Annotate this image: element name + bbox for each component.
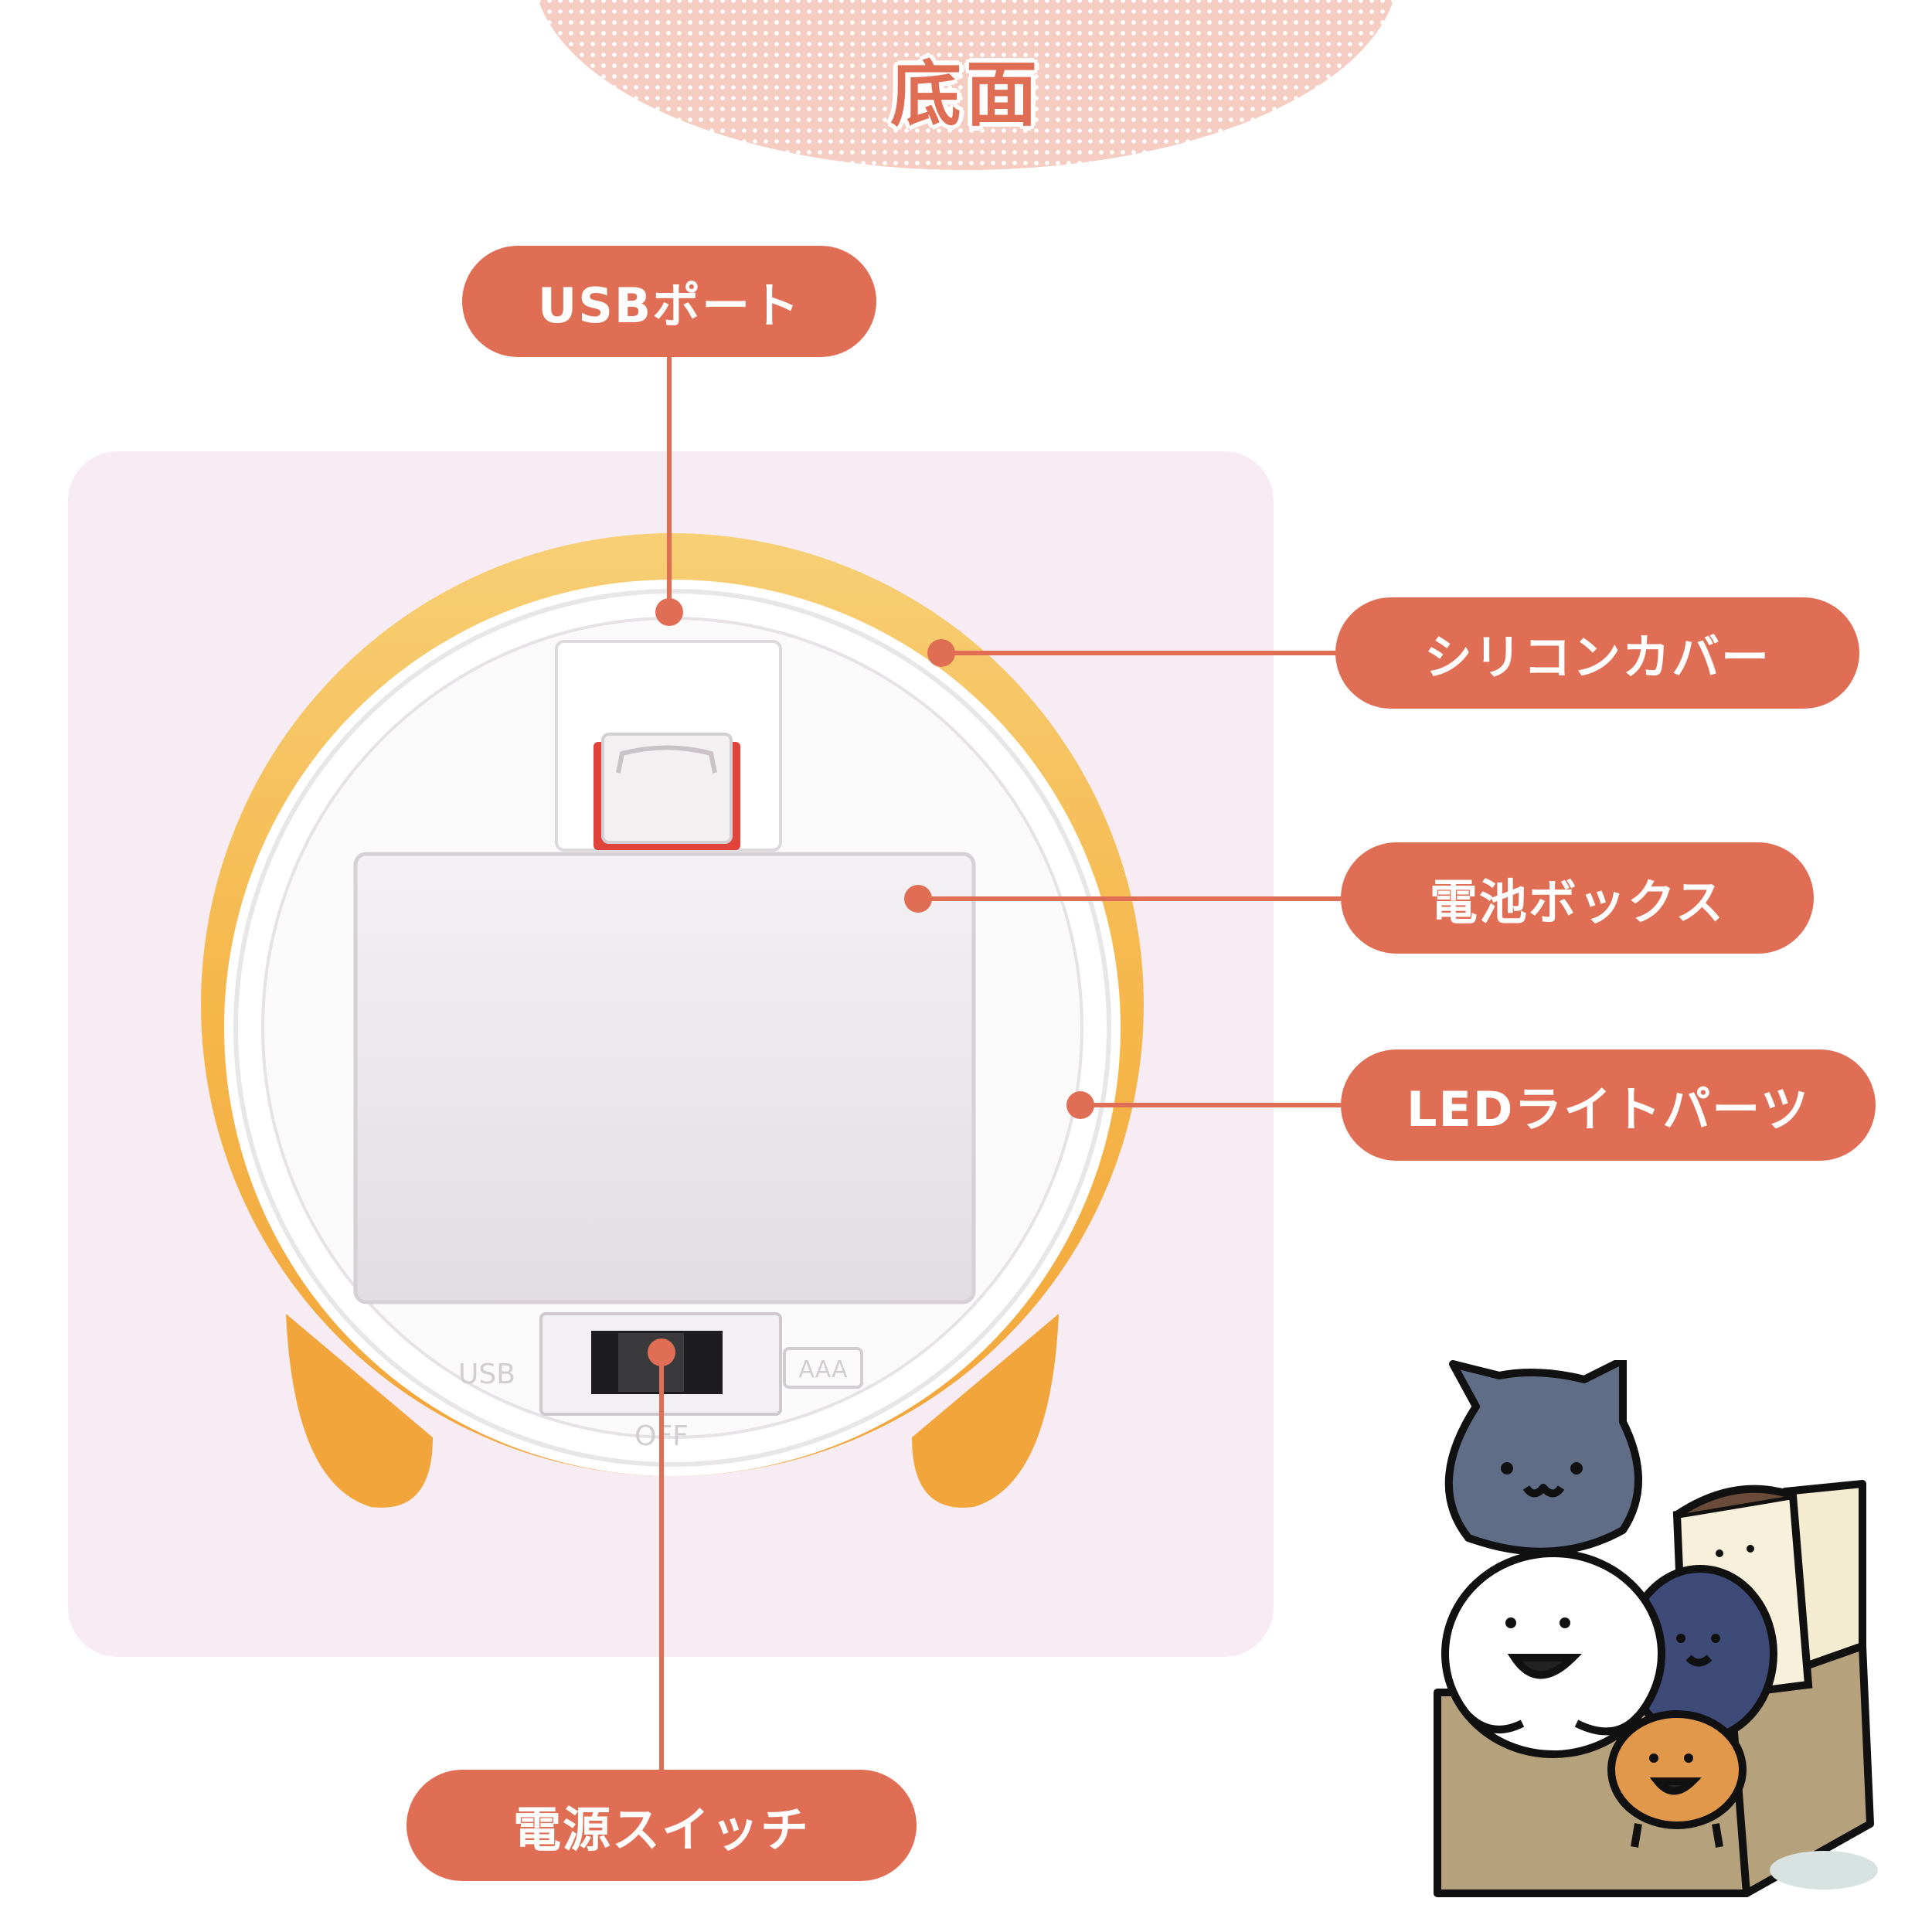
- mascot-illustration: [1434, 1360, 1878, 1897]
- page-title: 底面: [889, 53, 1043, 136]
- aaa-marking: AAA: [798, 1356, 848, 1383]
- usb-port-clip: [555, 640, 782, 852]
- power-switch: [539, 1312, 782, 1416]
- white-blob-character: [1441, 1549, 1665, 1758]
- silicone-cover-label: シリコンカバー: [1335, 597, 1859, 709]
- power-switch-label: 電源スイッチ: [406, 1770, 917, 1881]
- usb-marking: USB: [458, 1359, 515, 1390]
- battery-marking-frame: [783, 1347, 863, 1389]
- battery-box-label: 電池ボックス: [1341, 842, 1814, 954]
- orange-chick-character: [1607, 1710, 1747, 1848]
- battery-box: [353, 852, 976, 1304]
- usb-port-label: USBポート: [462, 246, 876, 357]
- callout-lines: [648, 357, 1341, 1770]
- gray-cat-character: [1444, 1360, 1642, 1556]
- led-light-parts-label: LEDライトパーツ: [1341, 1049, 1876, 1161]
